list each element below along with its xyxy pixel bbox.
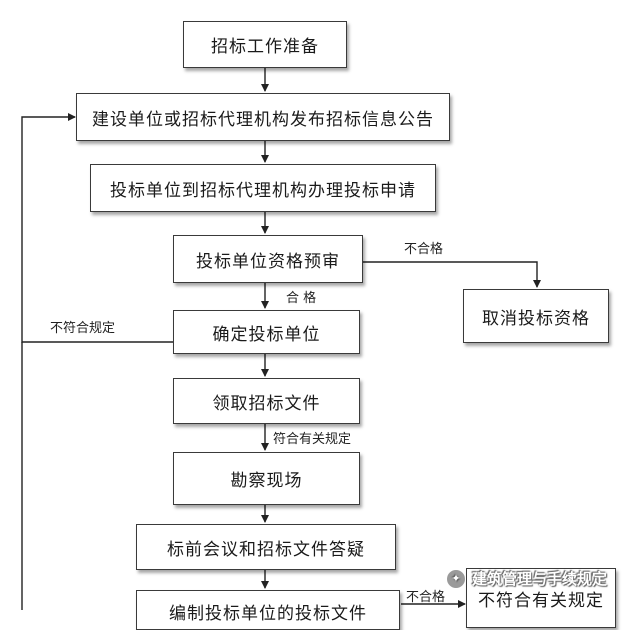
watermark-text: 建筑管理与手续规定 xyxy=(472,570,608,588)
node-partial-right-label: 不符合有关规定 xyxy=(478,590,604,611)
node-survey-label: 勘察现场 xyxy=(230,471,303,491)
node-publish: 建设单位或招标代理机构发布招标信息公告 xyxy=(76,93,450,141)
node-meeting: 标前会议和招标文件答疑 xyxy=(136,524,396,570)
arrow-prequal-cancel xyxy=(363,261,541,288)
edge-label-pass: 合 格 xyxy=(286,291,317,306)
loop-not-comply xyxy=(21,113,173,343)
node-apply-label: 投标单位到招标代理机构办理投标申请 xyxy=(110,180,416,201)
edge-label-fail-bottom: 不合格 xyxy=(406,590,446,605)
edge-label-fail: 不合格 xyxy=(404,242,444,257)
node-cancel: 取消投标资格 xyxy=(463,289,609,343)
edge-label-not-comply: 不符合规定 xyxy=(50,321,116,336)
node-prequal-label: 投标单位资格预审 xyxy=(196,251,340,272)
node-confirm: 确定投标单位 xyxy=(173,310,360,354)
wechat-icon: ✦ xyxy=(446,568,466,589)
node-confirm-label: 确定投标单位 xyxy=(212,324,321,345)
node-survey: 勘察现场 xyxy=(173,452,360,505)
flow-connectors xyxy=(21,68,541,610)
node-get-docs-label: 领取招标文件 xyxy=(212,393,321,414)
watermark: ✦ 建筑管理与手续规定 xyxy=(446,568,607,589)
node-get-docs: 领取招标文件 xyxy=(173,378,360,424)
edge-label-comply: 符合有关规定 xyxy=(273,432,352,447)
node-prepare-label: 招标工作准备 xyxy=(211,37,319,57)
node-publish-label: 建设单位或招标代理机构发布招标信息公告 xyxy=(92,109,434,130)
node-prequal: 投标单位资格预审 xyxy=(173,235,363,283)
node-apply: 投标单位到招标代理机构办理投标申请 xyxy=(90,164,436,212)
node-cancel-label: 取消投标资格 xyxy=(482,308,590,329)
node-partial-bottom-label: 编制投标单位的投标文件 xyxy=(169,604,367,624)
node-prepare: 招标工作准备 xyxy=(183,21,347,68)
node-meeting-label: 标前会议和招标文件答疑 xyxy=(167,539,365,560)
node-partial-bottom: 编制投标单位的投标文件 xyxy=(136,590,400,630)
